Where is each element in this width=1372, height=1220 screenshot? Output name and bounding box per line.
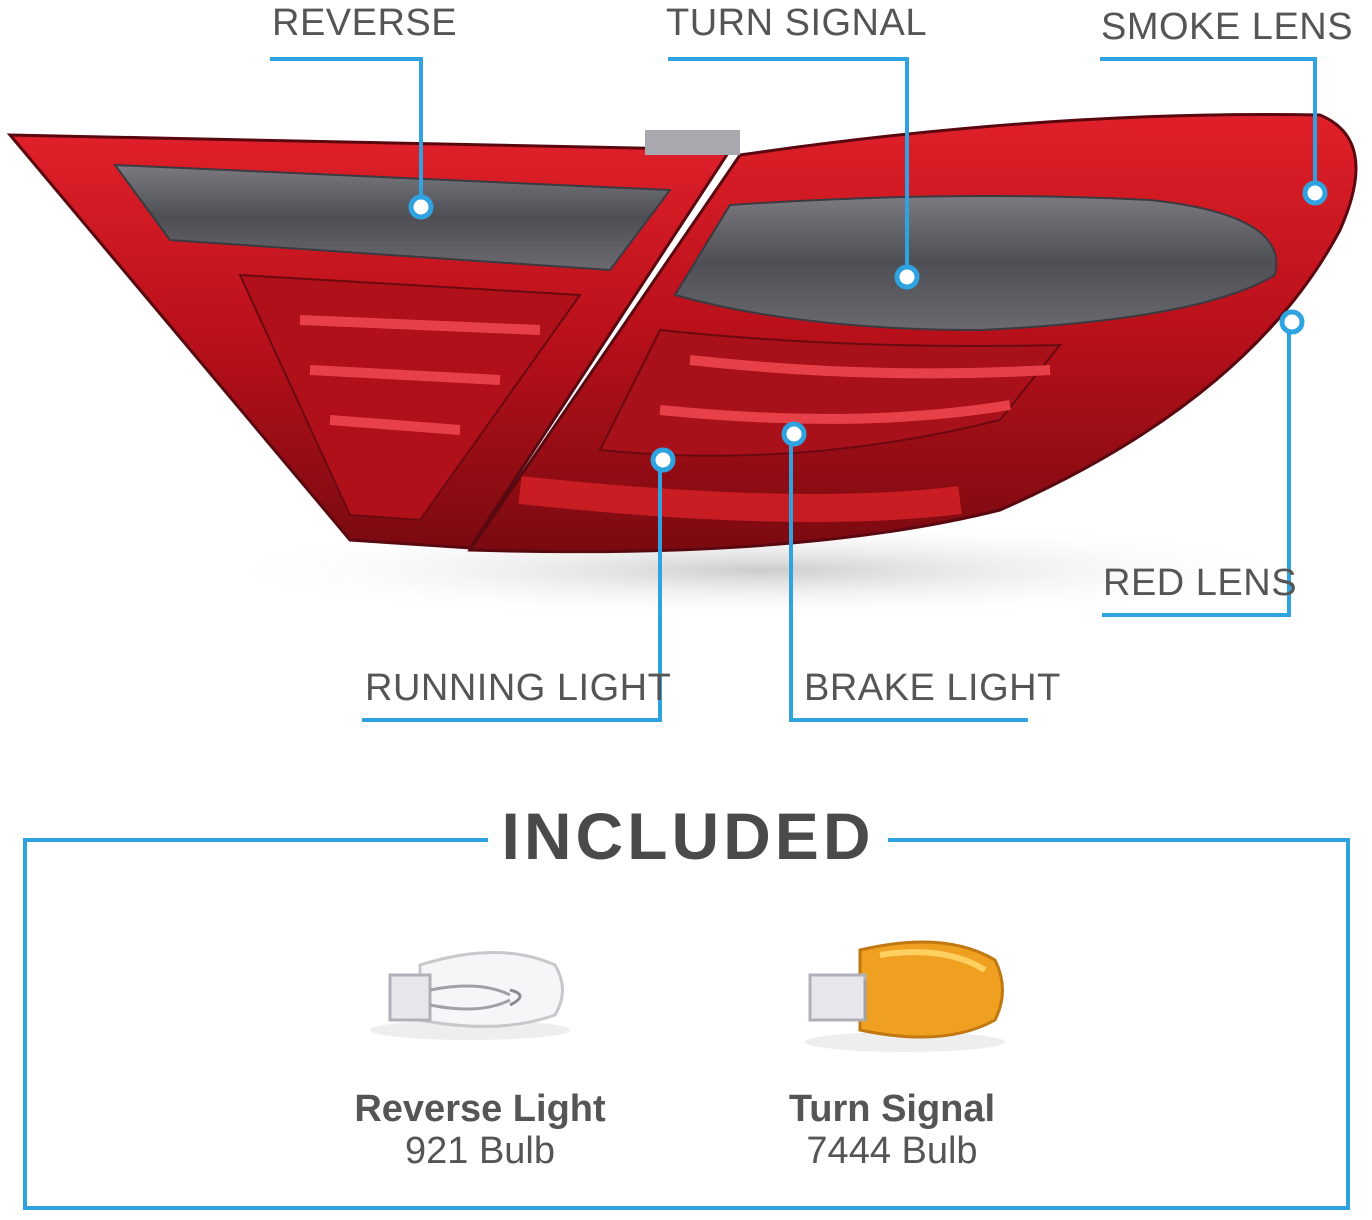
reverse-marker: [408, 194, 434, 220]
brake-light-marker: [781, 421, 807, 447]
callout-turn-signal: TURN SIGNAL: [666, 2, 927, 44]
turn-signal-marker: [894, 264, 920, 290]
bulb-type-7444: 7444 Bulb: [806, 1130, 978, 1172]
tail-light-diagram: [6, 57, 1358, 722]
included-box-top-right: [888, 838, 1350, 842]
included-box: [23, 840, 1350, 1210]
callout-smoke-lens: SMOKE LENS: [1101, 6, 1354, 48]
red-lens-marker: [1279, 309, 1305, 335]
callout-reverse: REVERSE: [272, 2, 458, 44]
included-title: INCLUDED: [501, 799, 875, 873]
amber-bulb-icon: [805, 940, 1005, 1052]
callout-brake-light: BRAKE LIGHT: [804, 667, 1061, 709]
inner-tail-light: [6, 133, 733, 550]
bulb-name-turn-signal: Turn Signal: [788, 1088, 996, 1130]
callout-running-light: RUNNING LIGHT: [365, 667, 672, 709]
outer-tail-light: [467, 113, 1358, 554]
callout-red-lens: RED LENS: [1103, 562, 1298, 604]
bulb-name-reverse: Reverse Light: [354, 1088, 606, 1130]
smoke-lens-marker: [1302, 180, 1328, 206]
clear-bulb-icon: [370, 951, 570, 1040]
running-light-marker: [650, 447, 676, 473]
bulb-type-921: 921 Bulb: [404, 1130, 555, 1172]
included-box-top-left: [23, 838, 488, 842]
